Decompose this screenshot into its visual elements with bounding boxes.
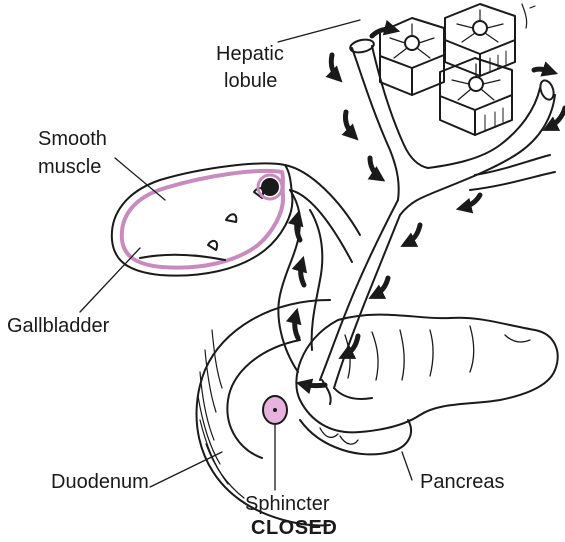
curved-arrow-icon — [462, 195, 480, 208]
curved-arrow-icon — [331, 55, 338, 78]
sphincter — [263, 396, 287, 424]
label-duodenum: Duodenum — [51, 470, 149, 494]
curved-arrow-icon — [370, 158, 380, 178]
label-smooth-muscle-line1: Smooth — [38, 127, 107, 151]
label-pancreas: Pancreas — [420, 470, 505, 494]
label-gallbladder: Gallbladder — [7, 314, 109, 338]
curved-arrow-icon — [406, 225, 420, 244]
gallbladder — [112, 163, 322, 372]
curved-arrow-icon — [345, 112, 354, 136]
label-sphincter-state: CLOSED — [251, 516, 337, 540]
flow-arrows — [295, 29, 565, 385]
curved-arrow-icon — [372, 29, 394, 36]
hepatic-lobule-3 — [440, 58, 512, 135]
curved-arrow-icon — [302, 384, 325, 386]
label-sphincter: Sphincter — [245, 492, 330, 516]
curved-arrow-icon — [301, 262, 304, 285]
label-smooth-muscle-line2: muscle — [38, 155, 101, 179]
curved-arrow-icon — [374, 278, 388, 296]
curved-arrow-icon — [534, 69, 552, 72]
label-hepatic-lobule-line2: lobule — [224, 69, 277, 93]
hepatic-lobules — [380, 4, 535, 135]
curved-arrow-icon — [295, 314, 298, 338]
label-hepatic-lobule-line1: Hepatic — [216, 42, 284, 66]
